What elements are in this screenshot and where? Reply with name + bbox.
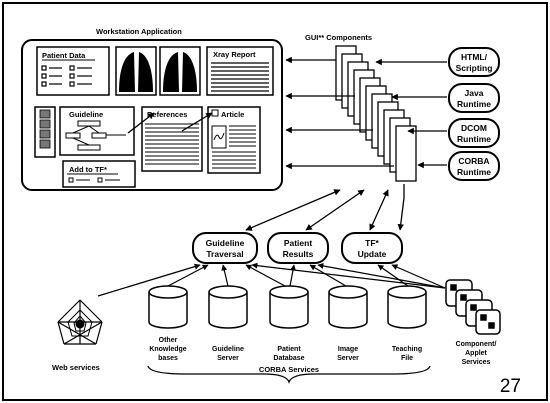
database-other-knowledge xyxy=(148,285,188,329)
db-patient-line1: Patient xyxy=(277,346,301,353)
add-to-tf-label: Add to TF* xyxy=(69,165,107,174)
runtime-corba-line1: CORBA xyxy=(458,156,489,166)
patient-data-label: Patient Data xyxy=(42,51,86,60)
component-services-line2: Applet xyxy=(465,350,487,357)
runtime-corba: CORBA Runtime xyxy=(417,151,500,181)
db-guideline-line2: Server xyxy=(217,355,239,362)
article-icon xyxy=(211,109,219,117)
xray-report-label: Xray Report xyxy=(213,50,256,59)
runtime-java-line2: Runtime xyxy=(457,99,491,109)
references-label: References xyxy=(147,110,187,119)
runtime-java: Java Runtime xyxy=(391,83,500,113)
article-label: Article xyxy=(221,110,244,119)
guideline-label: Guideline xyxy=(69,110,103,119)
runtime-dcom-line2: Runtime xyxy=(457,134,491,144)
runtime-corba-line2: Runtime xyxy=(457,167,491,177)
db-other-line3: bases xyxy=(158,355,178,362)
page-number: 27 xyxy=(500,376,521,397)
runtime-html-line1: HTML/ xyxy=(461,52,488,62)
guideline-panel: Guideline xyxy=(34,106,135,158)
component-services-icon xyxy=(445,279,501,335)
backend-arrows xyxy=(97,262,446,297)
xray-image-right xyxy=(159,46,201,96)
gui-to-workstation-arrows xyxy=(285,56,394,170)
patient-results-box: Patient Results xyxy=(267,232,329,264)
add-to-tf-panel: Add to TF* xyxy=(62,160,136,188)
patient-results-line2: Results xyxy=(283,249,314,259)
guideline-traversal-box: Guideline Traversal xyxy=(192,232,258,264)
db-other-line2: Knowledge xyxy=(149,346,186,353)
corba-services-bracket xyxy=(147,365,431,384)
db-teaching-line1: Teaching xyxy=(392,346,422,353)
runtime-html-line2: Scripting xyxy=(456,63,493,73)
xray-report-panel: Xray Report xyxy=(206,46,274,96)
db-patient-line2: Database xyxy=(273,355,304,362)
runtime-html-scripting: HTML/ Scripting xyxy=(375,47,500,77)
gui-components-title: GUI** Components xyxy=(305,33,372,42)
database-patient xyxy=(269,285,309,329)
patient-data-panel: Patient Data xyxy=(36,46,110,96)
references-panel: References xyxy=(141,106,203,172)
db-guideline-line1: Guideline xyxy=(212,346,244,353)
references-to-article-arrow xyxy=(181,112,213,132)
web-services-icon xyxy=(57,299,103,345)
workstation-title: Workstation Application xyxy=(96,27,182,36)
db-image-line2: Server xyxy=(337,355,359,362)
article-panel: Article xyxy=(207,106,261,174)
runtime-dcom: DCOM Runtime xyxy=(407,118,500,148)
xray-image-left xyxy=(115,46,157,96)
db-image-line1: Image xyxy=(338,346,358,353)
database-teaching-file xyxy=(387,285,427,329)
tf-update-line2: Update xyxy=(358,249,387,259)
database-guideline-server xyxy=(208,285,248,329)
gui-to-middle-arrows xyxy=(245,184,405,231)
gui-components-stack xyxy=(335,45,417,182)
guideline-traversal-line1: Guideline xyxy=(206,238,245,248)
tf-update-box: TF* Update xyxy=(341,232,403,264)
guideline-traversal-line2: Traversal xyxy=(206,249,243,259)
guideline-to-references-arrow xyxy=(127,112,155,134)
runtime-java-line1: Java xyxy=(465,88,484,98)
web-services-label: Web services xyxy=(52,363,100,372)
db-teaching-line2: File xyxy=(401,355,413,362)
runtime-dcom-line1: DCOM xyxy=(461,123,487,133)
patient-results-line1: Patient xyxy=(284,238,313,248)
corba-services-label: CORBA Services xyxy=(259,365,319,374)
database-image-server xyxy=(328,285,368,329)
component-services-line3: Services xyxy=(462,359,491,366)
tf-update-line1: TF* xyxy=(365,238,379,248)
component-services-line1: Component/ xyxy=(456,341,497,348)
db-other-line1: Other xyxy=(159,337,178,344)
